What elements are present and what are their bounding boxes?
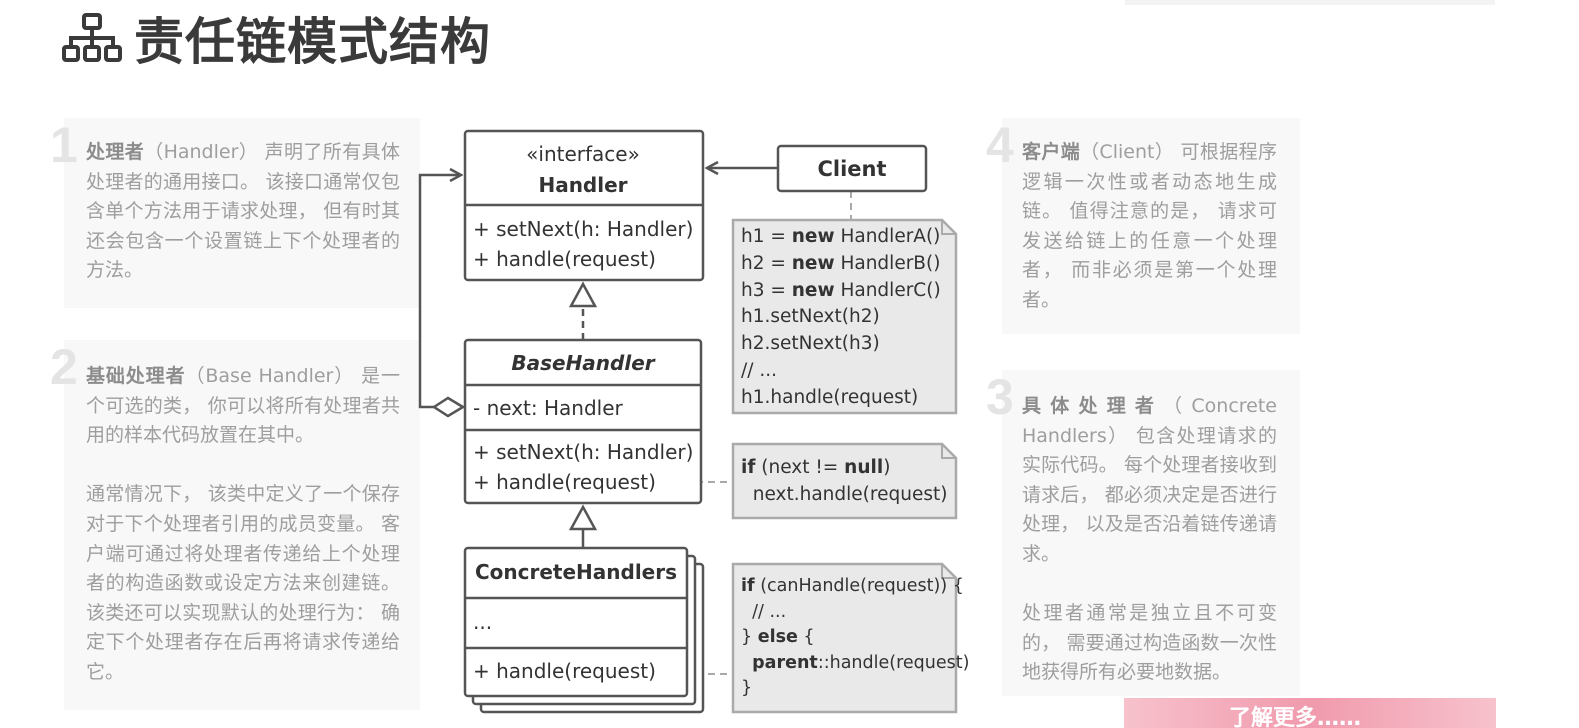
- description-text: 具体处理者（Concrete Handlers） 包含处理请求的实际代码。 每个…: [1022, 392, 1277, 688]
- aggregation-line: [418, 175, 461, 409]
- code-line: next.handle(request): [741, 483, 948, 505]
- component-term: 处理者: [86, 141, 145, 163]
- client-name: Client: [817, 157, 886, 181]
- component-term: 基础处理者: [86, 365, 186, 387]
- top-bar: [1125, 0, 1495, 5]
- code-line: if (canHandle(request)) {: [741, 576, 964, 596]
- description-text: 基础处理者（Base Handler） 是一个可选的类， 你可以将所有处理者共用…: [86, 362, 400, 688]
- component-term: 具体处理者: [1022, 395, 1164, 417]
- code-line: h3 = new HandlerC(): [741, 279, 941, 301]
- step-number: 4: [986, 117, 1014, 173]
- description-paragraph: 基础处理者（Base Handler） 是一个可选的类， 你可以将所有处理者共用…: [86, 365, 400, 447]
- code-line: h1.setNext(h2): [741, 306, 880, 328]
- description-text: 客户端（Client） 可根据程序逻辑一次性或者动态地生成链。 值得注意的是， …: [1022, 138, 1277, 316]
- description-paragraph: 处理者通常是独立且不可变的， 需要通过构造函数一次性地获得所有必要地数据。: [1022, 602, 1277, 684]
- component-term: 客户端: [1022, 141, 1081, 163]
- description-paragraph: 处理者（Handler） 声明了所有具体处理者的通用接口。 该接口通常仅包含单个…: [86, 141, 400, 282]
- inheritance-triangle: [568, 504, 598, 531]
- description-text: 处理者（Handler） 声明了所有具体处理者的通用接口。 该接口通常仅包含单个…: [86, 138, 400, 286]
- base-handler-code: if (next != null) next.handle(request): [741, 455, 947, 509]
- description-client: 4 客户端（Client） 可根据程序逻辑一次性或者动态地生成链。 值得注意的是…: [986, 118, 1300, 334]
- page-header: 责任链模式结构: [62, 8, 491, 71]
- handler-method: + setNext(h: Handler): [473, 217, 693, 241]
- handler-name: Handler: [538, 173, 627, 197]
- code-line: if (next != null): [741, 457, 891, 478]
- code-line: h2 = new HandlerB(): [741, 252, 941, 274]
- base-handler-code-note: [731, 442, 958, 520]
- aggregation-diamond: [431, 396, 466, 418]
- description-paragraph: 客户端（Client） 可根据程序逻辑一次性或者动态地生成链。 值得注意的是， …: [1022, 141, 1277, 311]
- handler-method: + handle(request): [473, 247, 656, 271]
- client-code-note: [731, 218, 958, 415]
- description-base-handler: 2 基础处理者（Base Handler） 是一个可选的类， 你可以将所有处理者…: [50, 340, 420, 710]
- code-line: h1.handle(request): [741, 386, 919, 408]
- code-line: // ...: [741, 601, 787, 622]
- code-line: parent::handle(request): [752, 652, 970, 673]
- page-title: 责任链模式结构: [134, 13, 491, 71]
- code-line: // ...: [741, 359, 777, 381]
- step-number: 3: [986, 369, 1014, 425]
- step-number: 2: [50, 339, 78, 395]
- realization-triangle: [568, 281, 598, 308]
- base-handler-method: + setNext(h: Handler): [473, 440, 693, 464]
- base-handler-field: - next: Handler: [473, 396, 624, 420]
- code-line: }: [741, 678, 753, 699]
- description-concrete-handlers: 3 具体处理者（Concrete Handlers） 包含处理请求的实际代码。 …: [986, 370, 1300, 696]
- base-handler-method: + handle(request): [473, 470, 656, 494]
- step-number: 1: [50, 117, 78, 173]
- concrete-handlers-body: ...: [473, 610, 492, 634]
- concrete-handlers-name: ConcreteHandlers: [475, 560, 677, 584]
- handler-interface-box: [463, 129, 705, 282]
- code-line: } else {: [741, 627, 815, 648]
- base-handler-name: BaseHandler: [511, 351, 655, 375]
- learn-more-label: 了解更多……: [1229, 706, 1362, 728]
- code-line: h2.setNext(h3): [741, 333, 880, 355]
- handler-stereotype: «interface»: [526, 142, 640, 166]
- concrete-handlers-method: + handle(request): [473, 659, 656, 683]
- learn-more-button[interactable]: 了解更多……: [1124, 698, 1496, 728]
- code-line: h1 = new HandlerA(): [741, 226, 941, 247]
- description-paragraph: 具体处理者（Concrete Handlers） 包含处理请求的实际代码。 每个…: [1022, 395, 1277, 565]
- description-handler: 1 处理者（Handler） 声明了所有具体处理者的通用接口。 该接口通常仅包含…: [50, 118, 420, 308]
- description-paragraph: 通常情况下， 该类中定义了一个保存对于下个处理者引用的成员变量。 客户端可通过将…: [86, 483, 400, 683]
- concrete-handler-code: if (canHandle(request)) { // ... } else {…: [741, 574, 969, 702]
- hierarchy-icon: [62, 13, 122, 62]
- client-code: h1 = new HandlerA() h2 = new HandlerB() h3…: [741, 224, 941, 412]
- concrete-handlers-box: [463, 546, 689, 698]
- concrete-handler-code-note: [731, 562, 958, 714]
